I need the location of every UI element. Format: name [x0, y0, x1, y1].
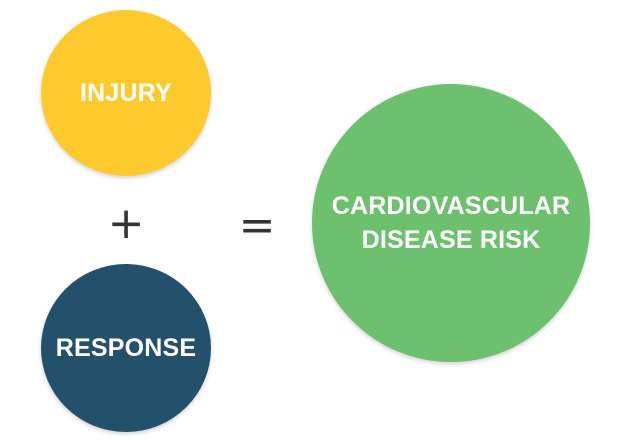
injury-label: INJURY: [80, 78, 172, 107]
response-circle: RESPONSE: [41, 264, 211, 432]
cardiovascular-risk-label: CARDIOVASCULAR DISEASE RISK: [331, 192, 571, 254]
response-label: RESPONSE: [55, 333, 197, 362]
injury-circle: INJURY: [41, 10, 211, 176]
cardiovascular-risk-circle: CARDIOVASCULAR DISEASE RISK: [312, 84, 590, 362]
plus-sign: +: [107, 197, 145, 249]
equals-sign: =: [238, 199, 276, 251]
